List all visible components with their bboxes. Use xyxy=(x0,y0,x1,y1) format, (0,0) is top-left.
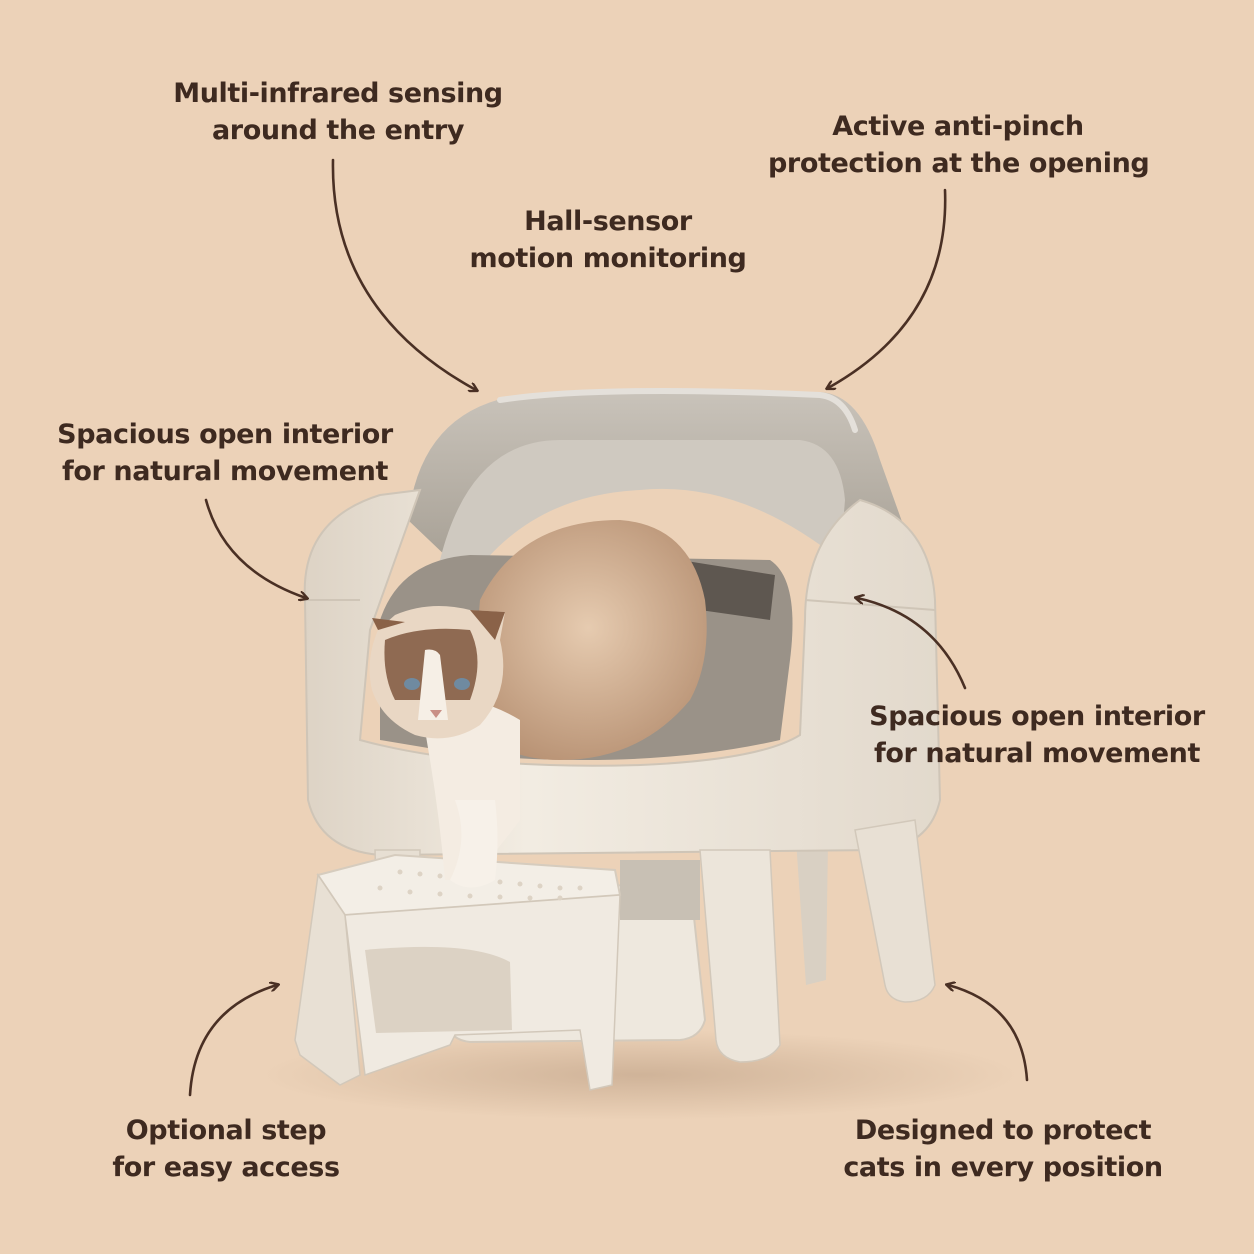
cat-blaze xyxy=(418,649,448,720)
back-right-leg xyxy=(854,819,936,1003)
callout-interior-right: Spacious open interior for natural movem… xyxy=(869,701,1205,769)
hood-outer xyxy=(408,392,905,560)
callout-optional-step: Optional step for easy access xyxy=(112,1115,340,1183)
cat-nose xyxy=(430,710,442,718)
arrow-protect xyxy=(948,985,1029,1082)
floor-shadow xyxy=(260,1030,1020,1120)
cat-left-eye xyxy=(404,678,420,690)
step-texture xyxy=(377,869,583,901)
callout-hall-sensor: Hall-sensor motion monitoring xyxy=(469,206,747,274)
body-seam xyxy=(305,599,936,611)
cat-left-ear xyxy=(372,618,405,630)
arrow-interior-left xyxy=(204,498,306,598)
arrow-anti-pinch xyxy=(828,188,947,388)
callout-anti-pinch: Active anti-pinch protection at the open… xyxy=(768,111,1150,179)
cat-front-leg xyxy=(450,800,498,888)
hood-rim xyxy=(497,388,858,433)
cat-right-eye xyxy=(454,678,470,690)
rear-leg xyxy=(796,840,828,985)
callout-protect-cats: Designed to protect cats in every positi… xyxy=(843,1115,1163,1183)
step-stool-cutout xyxy=(365,946,512,1033)
callout-interior-left: Spacious open interior for natural movem… xyxy=(57,419,393,487)
arrow-step xyxy=(188,985,277,1097)
cat-body xyxy=(470,520,707,760)
arrow-infrared xyxy=(331,158,476,390)
callout-multi-infrared: Multi-infrared sensing around the entry xyxy=(173,78,503,146)
drawer-mechanism xyxy=(620,860,700,920)
arrow-interior-right xyxy=(857,598,967,690)
front-right-leg xyxy=(699,849,781,1063)
cat xyxy=(369,520,707,888)
cat-right-ear xyxy=(470,610,505,640)
hood-inner xyxy=(440,440,845,580)
